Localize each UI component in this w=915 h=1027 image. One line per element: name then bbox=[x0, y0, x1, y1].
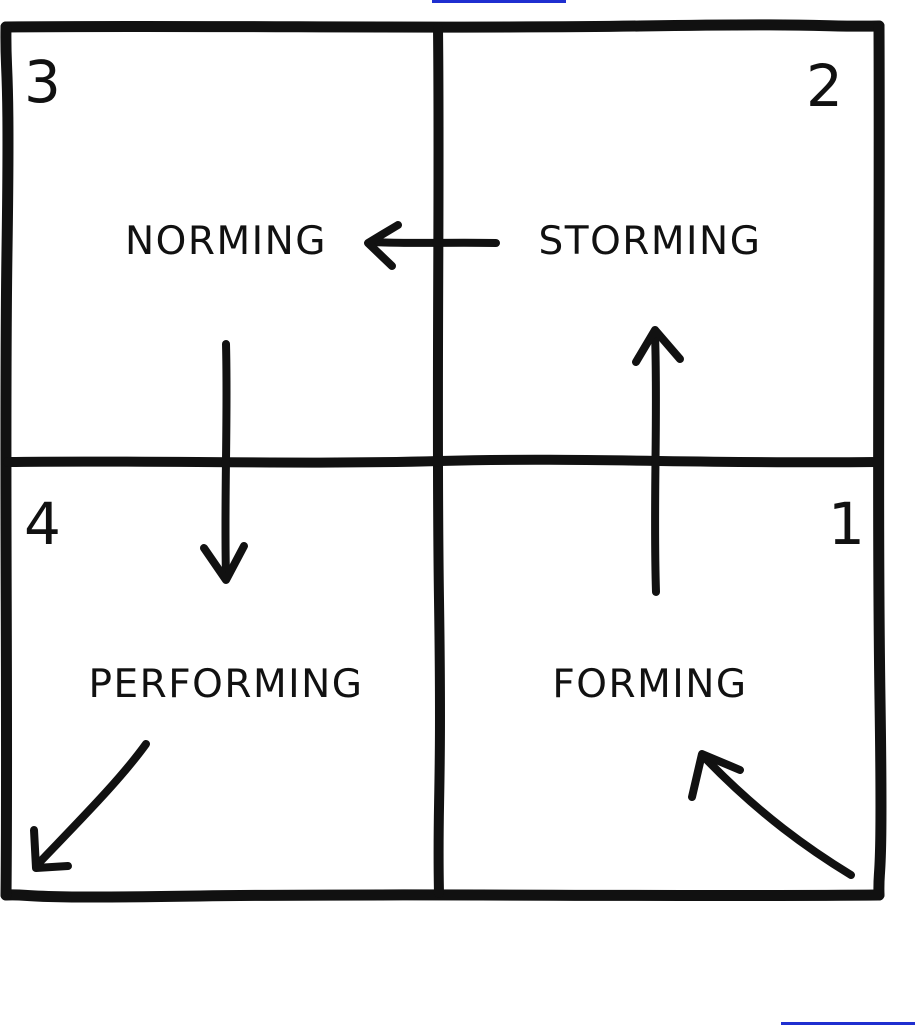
quadrant-dividers bbox=[8, 28, 877, 893]
quadrant-number-1: 1 bbox=[828, 490, 865, 558]
quadrant-number-3: 3 bbox=[24, 48, 61, 116]
stage-label-performing: PERFORMING bbox=[88, 662, 363, 707]
stage-label-norming: NORMING bbox=[125, 219, 327, 264]
arrow-left-icon bbox=[368, 225, 496, 266]
stage-label-forming: FORMING bbox=[552, 662, 747, 707]
stage-label-storming: STORMING bbox=[539, 219, 762, 264]
quadrant-number-2: 2 bbox=[806, 52, 843, 120]
quadrant-number-4: 4 bbox=[24, 490, 61, 558]
arrow-down-left-icon bbox=[34, 744, 146, 868]
arrow-up-left-icon bbox=[692, 754, 851, 875]
bottom-link-underline[interactable] bbox=[781, 1022, 915, 1025]
